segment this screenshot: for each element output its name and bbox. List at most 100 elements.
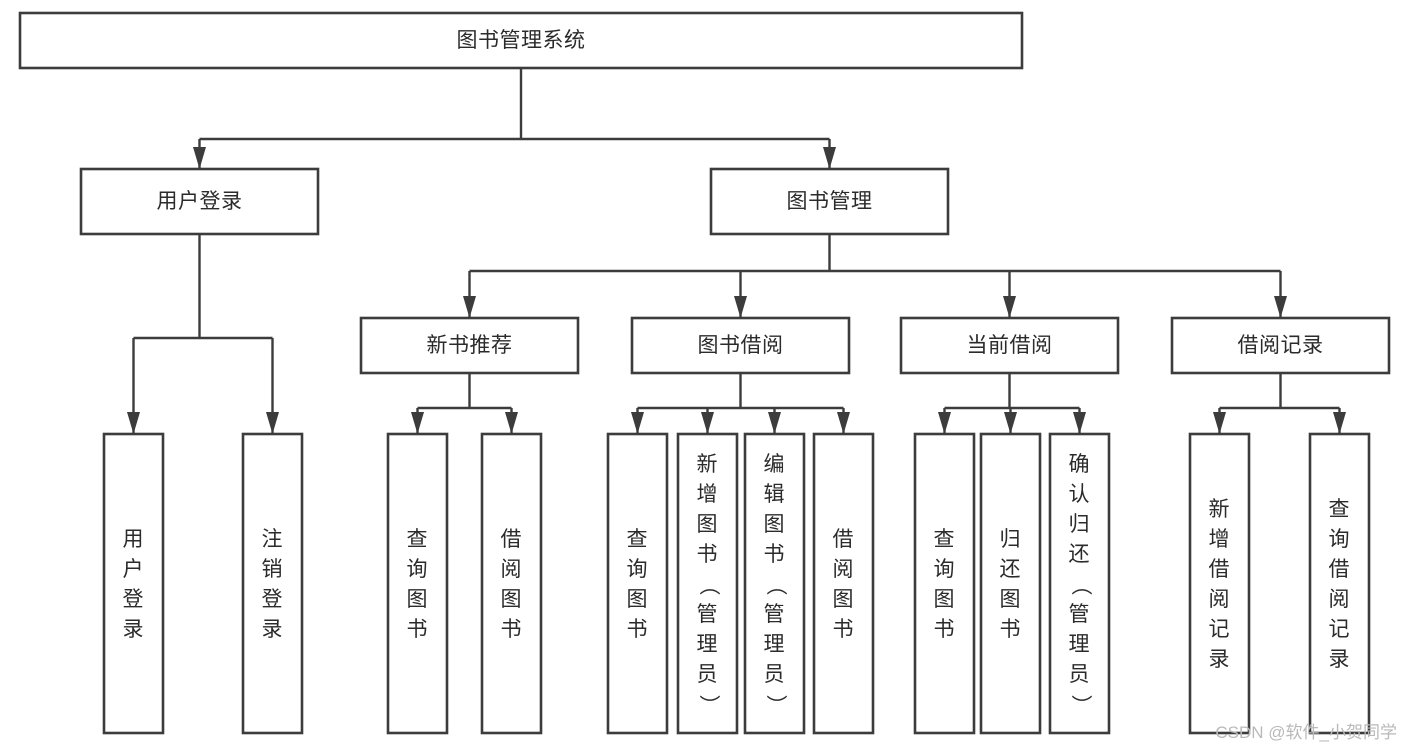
node-label-char-leaf-confirm-return-4: （: [1069, 575, 1092, 597]
node-label-char-leaf-query-book-borrow-2: 图: [627, 588, 649, 611]
node-label-char-leaf-confirm-return-5: 管: [1069, 603, 1091, 626]
node-label-char-leaf-add-record-1: 增: [1209, 528, 1231, 551]
node-label-char-leaf-borrow-book-1: 阅: [833, 558, 855, 581]
node-label-char-leaf-logout-1: 销: [262, 558, 284, 581]
node-label-char-leaf-query-book-rec-2: 图: [407, 588, 429, 611]
node-label-user-login: 用户登录: [157, 190, 243, 213]
edge-borrow-record-arrow-0: [1213, 412, 1226, 434]
node-label-char-leaf-edit-book-1: 辑: [764, 483, 786, 506]
node-label-char-leaf-add-book-5: 管: [697, 603, 719, 626]
node-label-char-leaf-confirm-return-1: 认: [1069, 483, 1091, 506]
node-box-leaf-user-login: [102, 432, 165, 735]
node-label-char-leaf-query-record-3: 阅: [1329, 588, 1351, 611]
node-box-leaf-query-book-cur: [913, 432, 976, 735]
node-label-char-leaf-query-book-cur-1: 询: [934, 558, 956, 581]
node-label-char-leaf-user-login-1: 户: [123, 558, 145, 581]
nodes-layer: 图书管理系统用户登录图书管理新书推荐图书借阅当前借阅借阅记录用户登录注销登录查询…: [18, 11, 1391, 735]
node-label-borrow-record: 借阅记录: [1238, 334, 1324, 357]
node-box-user-login: [79, 167, 320, 236]
edge-book-borrow-arrow-0: [631, 412, 644, 434]
node-box-leaf-return-book: [979, 432, 1042, 735]
node-label-char-leaf-add-record-4: 记: [1209, 618, 1231, 641]
node-label-char-leaf-query-book-cur-2: 图: [934, 588, 956, 611]
node-label-char-leaf-user-login-3: 录: [123, 618, 145, 641]
node-label-char-leaf-return-book-1: 还: [1000, 558, 1022, 581]
node-label-char-leaf-confirm-return-7: 员: [1069, 663, 1091, 686]
edge-book-manage-arrow-1: [734, 296, 747, 318]
node-label-char-leaf-confirm-return-2: 归: [1069, 513, 1091, 536]
node-box-leaf-edit-book: [743, 432, 806, 735]
node-new-book-rec[interactable]: 新书推荐: [359, 316, 580, 375]
edge-book-manage-arrow-2: [1003, 296, 1016, 318]
node-label-char-leaf-edit-book-7: 员: [764, 663, 786, 686]
node-label-char-leaf-add-book-2: 图: [697, 513, 719, 536]
node-label-char-leaf-borrow-book-0: 借: [833, 528, 855, 551]
node-label-char-leaf-query-record-5: 录: [1329, 648, 1351, 671]
node-label-char-leaf-add-book-0: 新: [697, 453, 719, 476]
node-box-leaf-query-book-borrow: [606, 432, 669, 735]
node-label-char-leaf-user-login-0: 用: [123, 528, 145, 551]
node-label-char-leaf-query-record-1: 询: [1329, 528, 1351, 551]
node-label-char-leaf-return-book-0: 归: [1000, 528, 1022, 551]
node-root[interactable]: 图书管理系统: [18, 11, 1024, 70]
node-label-char-leaf-query-record-0: 查: [1329, 498, 1351, 521]
node-label-char-leaf-confirm-return-8: ）: [1069, 695, 1092, 717]
node-label-char-leaf-query-book-borrow-0: 查: [627, 528, 649, 551]
node-label-char-leaf-add-book-1: 增: [697, 483, 719, 506]
edge-root-arrow-1: [823, 147, 836, 169]
node-label-char-leaf-borrow-book-rec-2: 图: [501, 588, 523, 611]
node-label-char-leaf-query-book-cur-3: 书: [934, 618, 956, 641]
edge-current-borrow-arrow-1: [1004, 412, 1017, 434]
node-label-char-leaf-borrow-book-rec-1: 阅: [501, 558, 523, 581]
edge-root-arrow-0: [193, 147, 206, 169]
node-box-root: [18, 11, 1024, 70]
edge-book-manage-arrow-0: [463, 296, 476, 318]
edge-user-login-arrow-0: [127, 412, 140, 434]
node-label-current-borrow: 当前借阅: [967, 334, 1053, 357]
node-label-char-leaf-query-book-rec-0: 查: [407, 528, 429, 551]
node-label-char-leaf-edit-book-0: 编: [764, 453, 786, 476]
edge-user-login-arrow-1: [266, 412, 279, 434]
node-box-leaf-logout: [241, 432, 304, 735]
node-user-login[interactable]: 用户登录: [79, 167, 320, 236]
node-label-char-leaf-edit-book-3: 书: [764, 543, 786, 566]
node-label-char-leaf-edit-book-8: ）: [764, 695, 787, 717]
node-label-char-leaf-borrow-book-2: 图: [833, 588, 855, 611]
node-label-char-leaf-query-book-rec-1: 询: [407, 558, 429, 581]
node-label-char-leaf-return-book-3: 书: [1000, 618, 1022, 641]
node-box-leaf-borrow-book-rec: [480, 432, 543, 735]
node-box-leaf-add-book: [676, 432, 739, 735]
node-book-manage[interactable]: 图书管理: [709, 167, 950, 236]
node-label-char-leaf-logout-3: 录: [262, 618, 284, 641]
edge-book-manage-arrow-3: [1274, 296, 1287, 318]
node-box-leaf-query-record: [1308, 432, 1371, 735]
node-label-char-leaf-edit-book-2: 图: [764, 513, 786, 536]
node-book-borrow[interactable]: 图书借阅: [630, 316, 851, 375]
node-label-char-leaf-confirm-return-6: 理: [1069, 633, 1091, 656]
edge-new-book-rec-arrow-0: [411, 412, 424, 434]
node-current-borrow[interactable]: 当前借阅: [899, 316, 1120, 375]
node-label-book-borrow: 图书借阅: [698, 334, 784, 357]
node-box-new-book-rec: [359, 316, 580, 375]
node-leaf-user-login[interactable]: 用户登录: [102, 432, 165, 735]
node-label-char-leaf-add-book-7: 员: [697, 663, 719, 686]
node-label-char-leaf-query-book-rec-3: 书: [407, 618, 429, 641]
node-box-leaf-add-record: [1188, 432, 1251, 735]
node-box-leaf-query-book-rec: [386, 432, 449, 735]
node-borrow-record[interactable]: 借阅记录: [1170, 316, 1391, 375]
node-label-char-leaf-query-record-2: 借: [1329, 558, 1351, 581]
